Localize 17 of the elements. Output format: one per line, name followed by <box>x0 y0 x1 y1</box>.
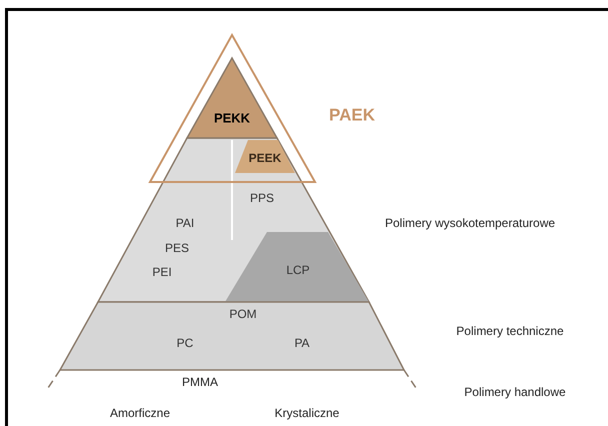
polymer-label: PEEK <box>248 152 282 164</box>
polymer-label: PEI <box>152 266 172 278</box>
polymer-label: PES <box>165 242 189 254</box>
polymer-label: PAEK <box>329 106 375 124</box>
polymer-label: PEKK <box>214 112 250 124</box>
category-label: PMMA <box>182 376 218 388</box>
polymer-label: PC <box>176 337 194 349</box>
category-label: Polimery wysokotemperaturowe <box>384 217 556 229</box>
polymer-label: POM <box>229 308 257 320</box>
category-label: Amorficzne <box>110 407 170 419</box>
polymer-label: PA <box>294 337 310 349</box>
category-label: Polimery handlowe <box>464 386 566 398</box>
category-label: Polimery techniczne <box>456 325 564 337</box>
polymer-label: PAI <box>176 217 194 229</box>
polymer-label: LCP <box>286 264 310 276</box>
polymer-label: PPS <box>250 192 274 204</box>
category-label: Krystaliczne <box>274 407 340 419</box>
